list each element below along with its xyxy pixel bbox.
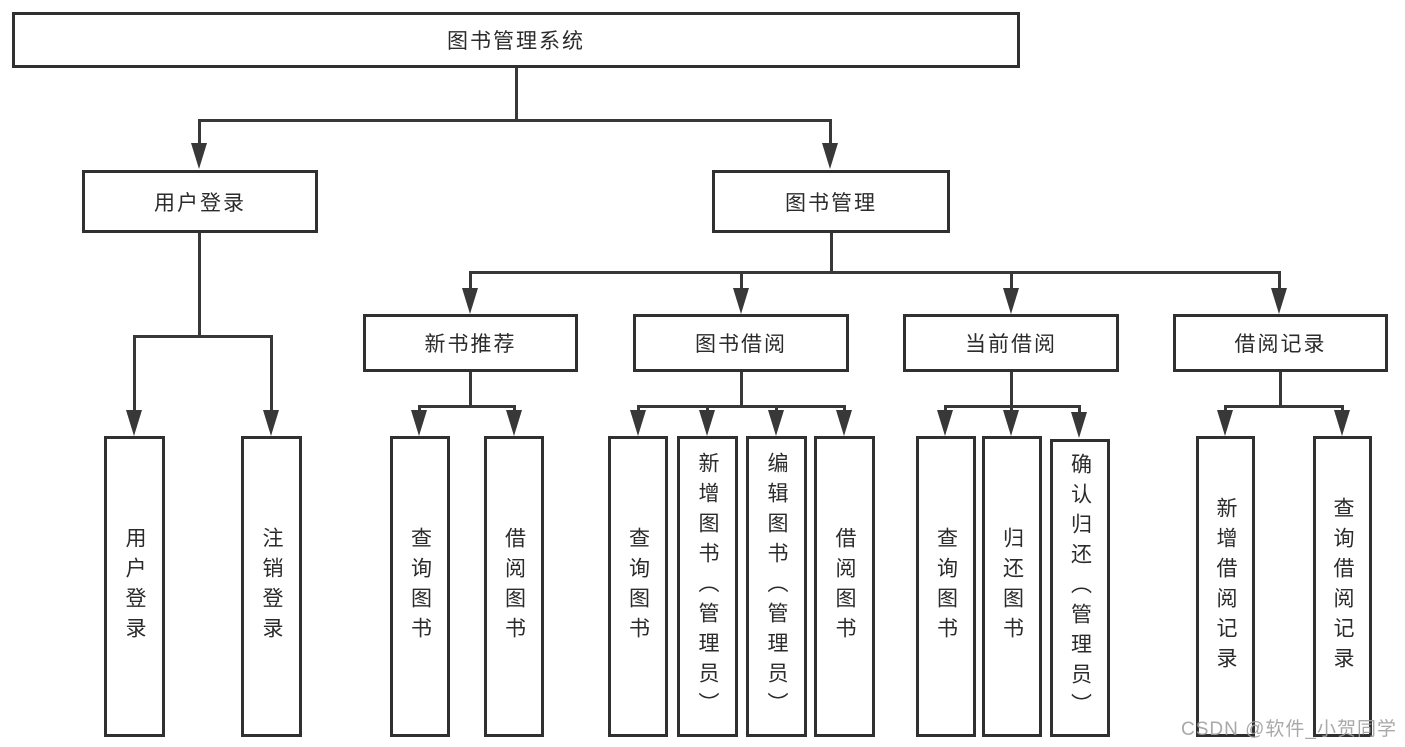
connector-line [740,372,743,408]
arrow-down-icon [411,410,427,436]
connector-line [133,335,136,420]
arrow-down-icon [1071,412,1087,438]
connector-line [1010,372,1013,408]
arrow-down-icon [822,143,838,169]
node-book-borrow-label: 图书借阅 [695,333,787,356]
node-root: 图书管理系统 [12,12,1020,68]
connector-line [469,372,472,408]
arrow-down-icon [937,410,953,436]
leaf-logout: 注销登录 [241,436,302,737]
connector-line [469,271,1281,274]
arrow-down-icon [699,410,715,436]
connector-line [515,68,518,121]
connector-line [469,271,472,296]
leaf-add-book-admin-label: 新增图书（管理员） [696,451,719,722]
arrow-down-icon [1003,410,1019,436]
leaf-query-books-current-label: 查询图书 [934,526,958,647]
leaf-borrow-books-recommend-label: 借阅图书 [502,526,526,647]
node-borrow-records: 借阅记录 [1173,314,1388,372]
arrow-down-icon [126,410,142,436]
node-new-book-recommend: 新书推荐 [363,314,578,372]
arrow-down-icon [462,288,478,314]
arrow-down-icon [1217,410,1233,436]
leaf-query-books-borrow: 查询图书 [608,436,668,737]
leaf-query-books-recommend-label: 查询图书 [408,526,432,647]
arrow-down-icon [1003,288,1019,314]
connector-line [830,233,833,273]
connector-line [1224,405,1344,408]
arrow-down-icon [630,410,646,436]
arrow-down-icon [191,143,207,169]
leaf-query-borrow-record-label: 查询借阅记录 [1331,496,1354,677]
leaf-logout-label: 注销登录 [260,526,283,647]
node-user-login: 用户登录 [82,170,318,233]
node-book-borrow: 图书借阅 [633,314,849,372]
leaf-add-borrow-record: 新增借阅记录 [1196,436,1255,737]
node-current-borrow-label: 当前借阅 [965,333,1057,356]
connector-line [1279,372,1282,408]
arrow-down-icon [1271,288,1287,314]
connector-line [199,119,831,122]
leaf-borrow-books-recommend: 借阅图书 [484,436,544,737]
leaf-return-books-label: 归还图书 [1000,526,1024,647]
arrow-down-icon [1334,410,1350,436]
leaf-confirm-return-admin: 确认归还（管理员） [1050,439,1110,737]
leaf-query-books-borrow-label: 查询图书 [626,526,650,647]
leaf-borrow-books-borrow-label: 借阅图书 [833,526,856,647]
leaf-borrow-books-borrow: 借阅图书 [814,436,875,737]
watermark: CSDN @软件_小贺同学 [1181,719,1397,740]
leaf-edit-book-admin: 编辑图书（管理员） [746,436,807,737]
leaf-add-borrow-record-label: 新增借阅记录 [1214,496,1237,677]
node-new-book-recommend-label: 新书推荐 [424,333,517,356]
leaf-return-books: 归还图书 [982,436,1042,737]
connector-line [637,405,846,408]
arrow-down-icon [733,288,749,314]
leaf-user-login-label: 用户登录 [123,526,146,647]
connector-line [1278,271,1281,296]
arrow-down-icon [506,410,522,436]
connector-line [133,335,273,338]
connector-line [198,233,201,337]
node-borrow-records-label: 借阅记录 [1234,333,1327,356]
node-book-management-label: 图书管理 [785,191,877,215]
connector-line [740,271,743,296]
node-root-label: 图书管理系统 [447,30,585,53]
connector-line [1010,271,1013,296]
leaf-query-books-current: 查询图书 [916,436,976,737]
leaf-confirm-return-admin-label: 确认归还（管理员） [1068,453,1092,723]
leaf-query-borrow-record: 查询借阅记录 [1313,436,1372,737]
connector-line [198,119,201,159]
arrow-down-icon [836,410,852,436]
connector-line [418,405,516,408]
node-book-management: 图书管理 [712,170,950,233]
connector-line [829,119,832,159]
leaf-edit-book-admin-label: 编辑图书（管理员） [765,451,788,722]
node-current-borrow: 当前借阅 [903,314,1119,372]
node-user-login-label: 用户登录 [154,191,246,215]
arrow-down-icon [263,410,279,436]
arrow-down-icon [768,410,784,436]
leaf-user-login: 用户登录 [104,436,165,737]
connector-line [270,335,273,420]
leaf-query-books-recommend: 查询图书 [390,436,450,737]
leaf-add-book-admin: 新增图书（管理员） [677,436,738,737]
